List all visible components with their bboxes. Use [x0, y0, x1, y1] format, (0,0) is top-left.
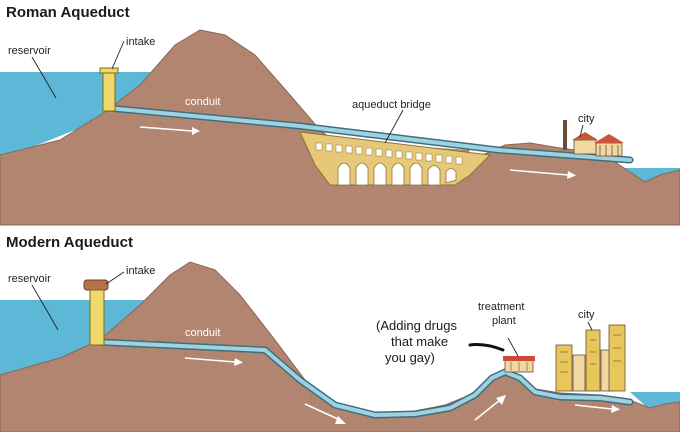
annotation-line-1: (Adding drugs	[376, 318, 457, 333]
roman-aqueduct-bridge	[299, 131, 492, 186]
modern-treatment-label-line1: treatment	[478, 301, 524, 313]
annotation-line-3: you gay)	[385, 350, 435, 365]
modern-conduit-label: conduit	[185, 327, 220, 339]
modern-title: Modern Aqueduct	[6, 234, 133, 251]
roman-reservoir-label: reservoir	[8, 45, 51, 57]
roman-intake-label: intake	[126, 36, 155, 48]
modern-intake-tower	[83, 279, 109, 346]
roman-bridge-label: aqueduct bridge	[352, 99, 431, 111]
modern-city-skyline	[555, 324, 626, 392]
roman-city-buildings	[563, 120, 624, 157]
modern-panel: Modern Aqueduct	[0, 234, 680, 432]
modern-terrain-texture	[0, 262, 680, 432]
roman-flow-arrows	[139, 126, 576, 179]
roman-city-label: city	[578, 113, 595, 125]
modern-treatment-label-line2: plant	[492, 315, 516, 327]
modern-intake-label: intake	[126, 265, 155, 277]
roman-conduit-label: conduit	[185, 96, 220, 108]
roman-title: Roman Aqueduct	[6, 4, 130, 21]
roman-leader-lines	[31, 40, 584, 144]
roman-intake-tower	[99, 67, 119, 112]
modern-leader-lines	[31, 271, 593, 357]
modern-reservoir-label: reservoir	[8, 273, 51, 285]
modern-city-label: city	[578, 309, 595, 321]
annotation-scribble-line	[468, 343, 505, 352]
modern-flow-arrows	[184, 357, 620, 424]
annotation-line-2: that make	[391, 334, 448, 349]
roman-terrain-texture	[0, 30, 680, 225]
roman-panel: Roman Aqueduct	[0, 4, 680, 226]
modern-treatment-plant	[503, 356, 535, 373]
